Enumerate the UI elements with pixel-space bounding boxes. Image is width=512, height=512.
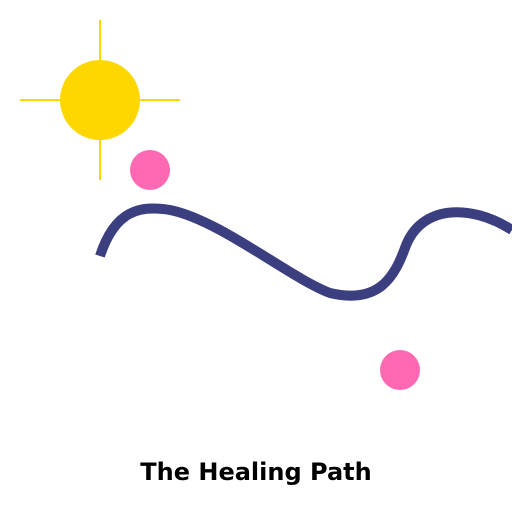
- healing-path-curve: [95, 203, 512, 301]
- pink-dot-upper: [130, 150, 170, 190]
- sun-disc: [60, 60, 140, 140]
- pink-dot-lower: [380, 350, 420, 390]
- caption-title: The Healing Path: [140, 458, 372, 486]
- sun-icon: [20, 20, 180, 180]
